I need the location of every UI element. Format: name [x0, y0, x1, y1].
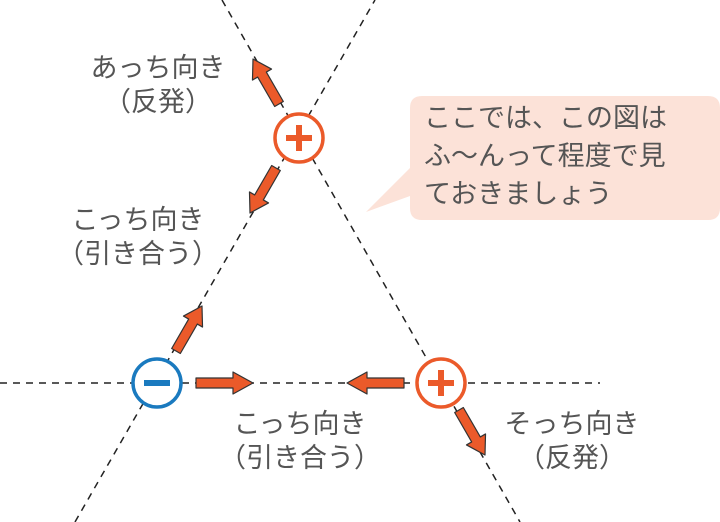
label-left-attract-line2: （引き合う） [57, 239, 219, 270]
charge-top-positive [273, 112, 325, 164]
label-bottom-attract: こっち向き （引き合う） [210, 408, 390, 476]
label-bottom-attract-line1: こっち向き [233, 409, 367, 440]
label-top-outward-line1: あっち向き [90, 53, 226, 84]
label-right-outward-line2: （反発） [518, 443, 626, 474]
label-right-outward: そっち向き （反発） [484, 408, 660, 476]
speech-bubble-text: ここでは、この図は ふ〜んって程度で見 ておきましょう [424, 100, 667, 214]
label-top-outward: あっち向き （反発） [72, 52, 244, 120]
speech-bubble-line1: ここでは、この図は [424, 103, 667, 134]
arrow-right-toward-minus [346, 371, 405, 395]
speech-bubble-line2: ふ〜んって程度で見 [424, 141, 666, 172]
arrow-top-outward [251, 58, 284, 108]
label-top-outward-line2: （反発） [104, 87, 212, 118]
label-left-attract-line1: こっち向き [71, 205, 205, 236]
speech-bubble-line3: ておきましょう [424, 179, 613, 210]
label-left-attract: こっち向き （引き合う） [48, 204, 228, 272]
arrow-minus-toward-right [195, 371, 254, 395]
charge-bottom-left-negative [131, 357, 183, 409]
charge-bottom-right-positive [415, 357, 467, 409]
arrow-top-toward-minus [248, 164, 281, 214]
arrow-minus-toward-top [171, 305, 204, 355]
speech-bubble [366, 96, 720, 220]
arrow-right-outward [454, 406, 487, 456]
dashed-line-left-side [74, 0, 376, 522]
label-right-outward-line1: そっち向き [504, 409, 640, 440]
label-bottom-attract-line2: （引き合う） [219, 443, 381, 474]
